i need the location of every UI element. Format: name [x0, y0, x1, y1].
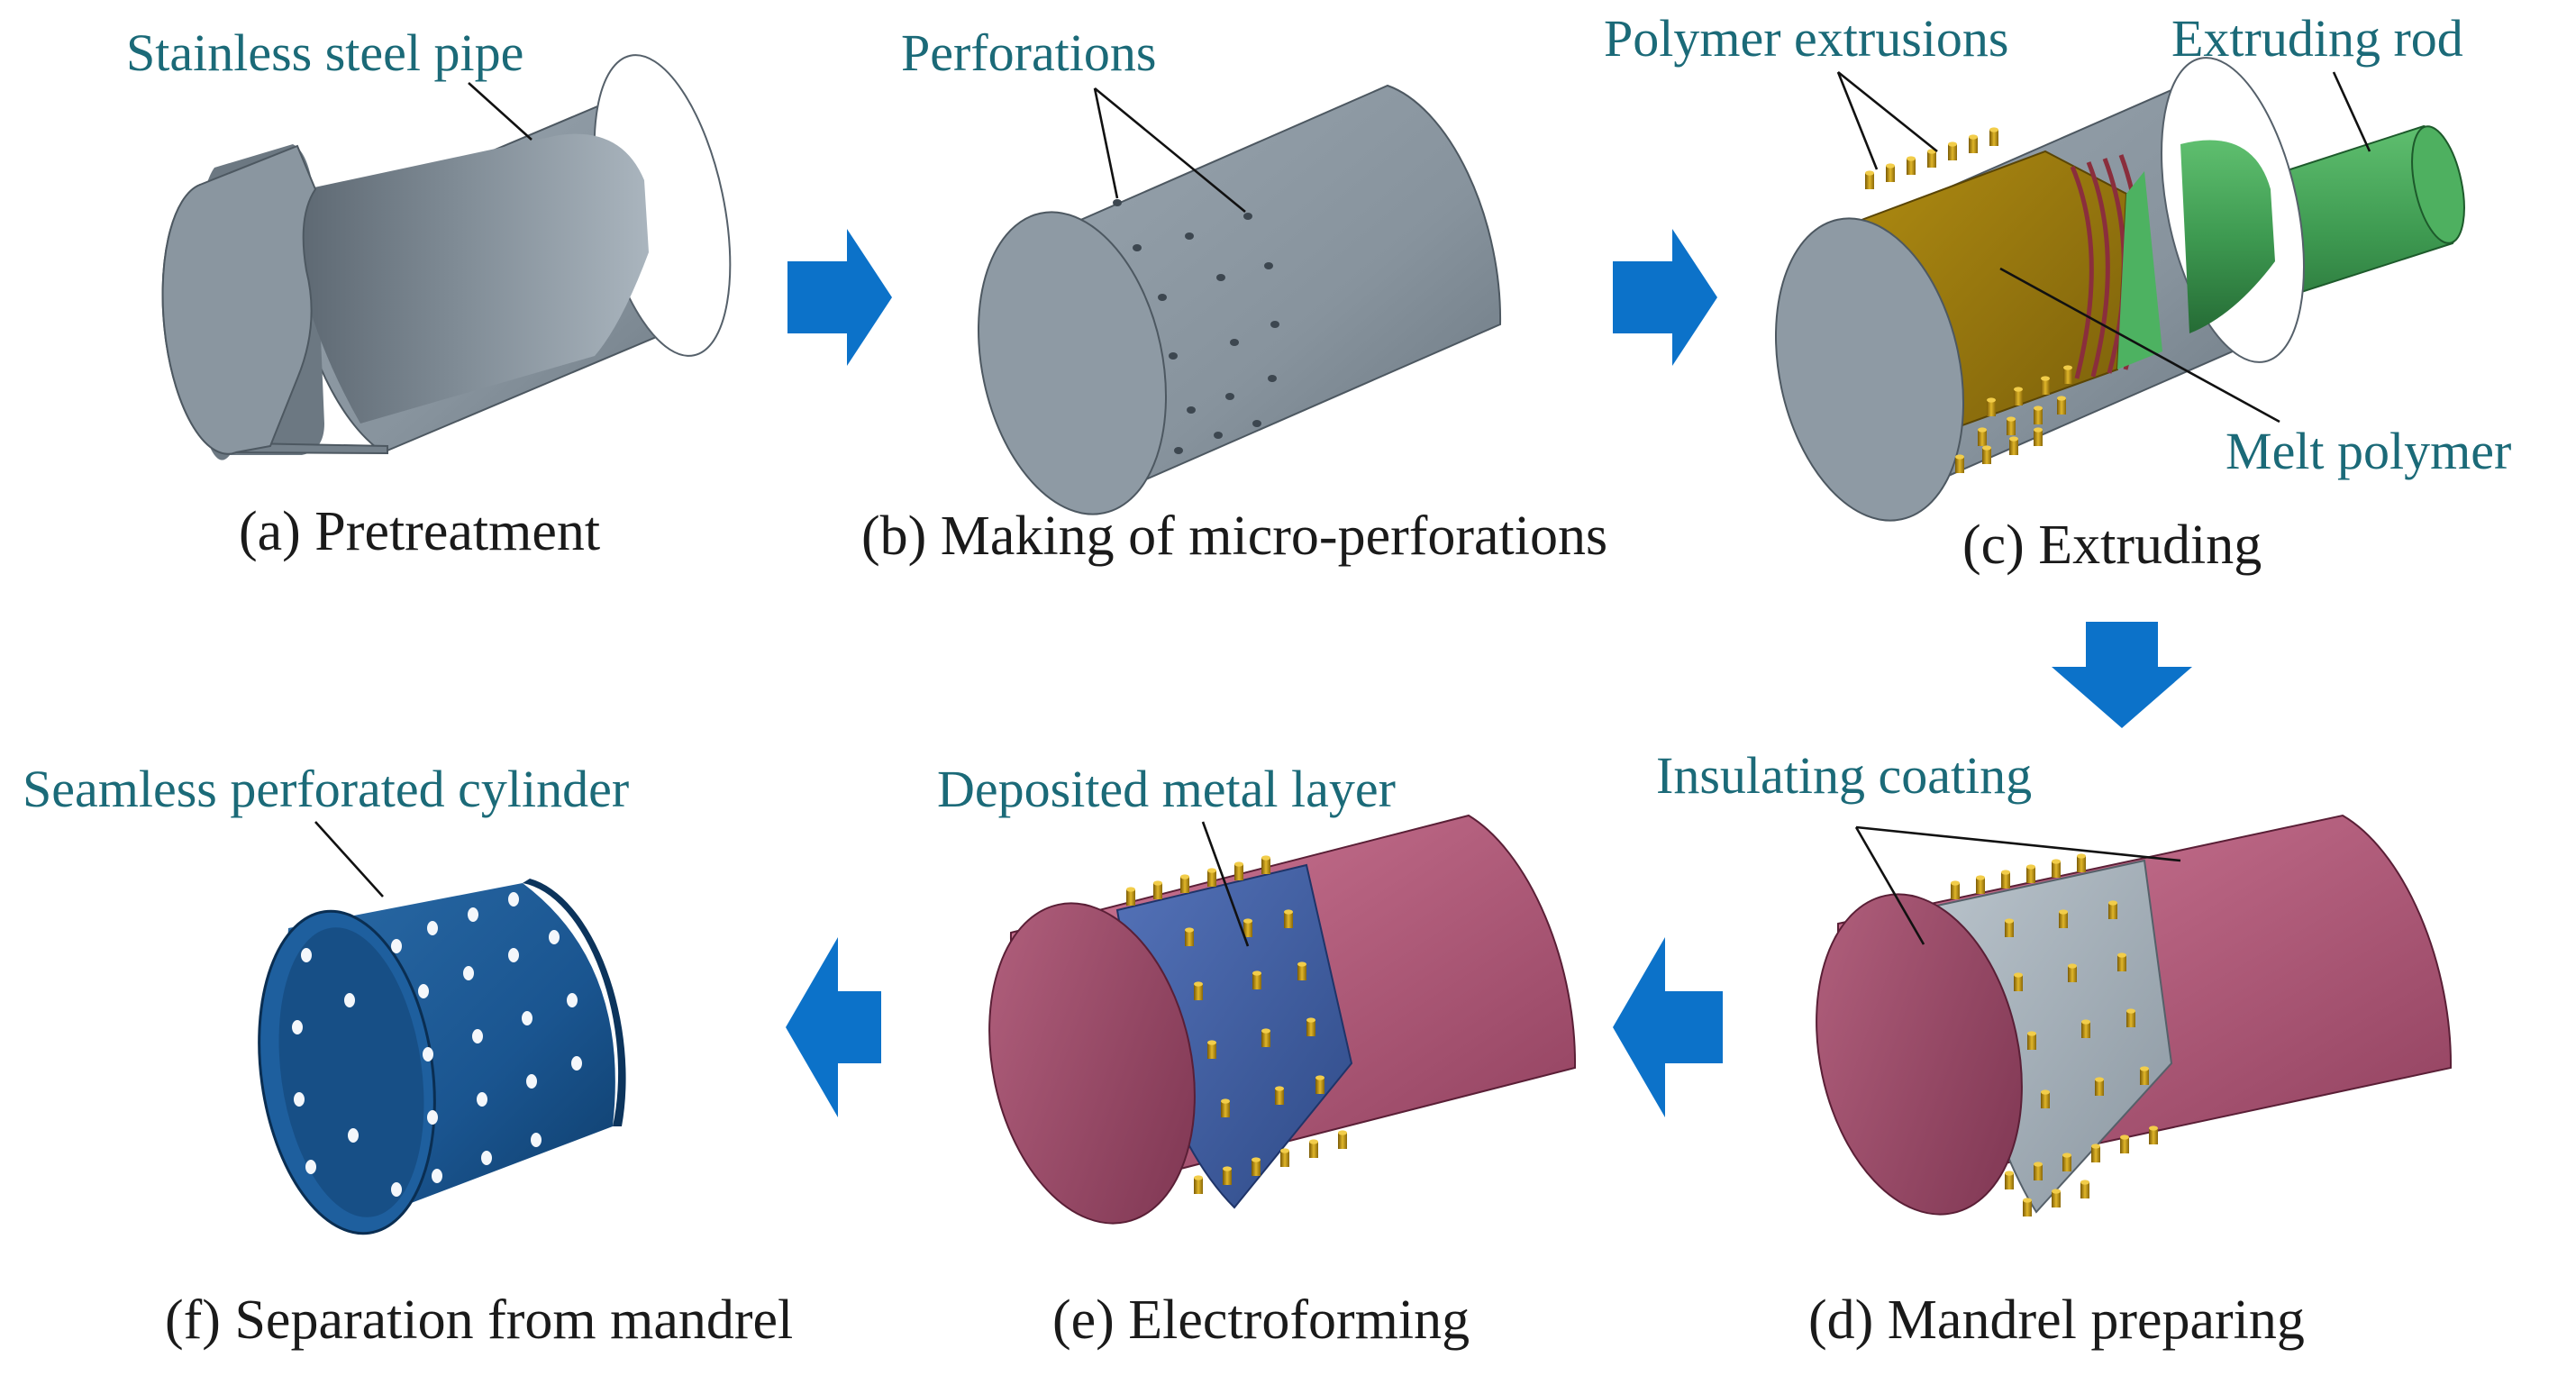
perforated-steel-pipe — [977, 84, 1502, 515]
arrow-down-icon — [2052, 622, 2192, 728]
callout-insulating-coating: Insulating coating — [1656, 746, 2032, 805]
arrow-right-icon — [1613, 229, 1717, 366]
step-d-mandrel: Insulating coating (d) Mandrel preparing — [1656, 746, 2453, 1351]
leader-line — [1855, 825, 2181, 862]
caption-b: (b) Making of micro-perforations — [861, 506, 1607, 567]
step-e-electroforming: Deposited metal layer (e) Electroforming — [937, 760, 1577, 1351]
step-b-perforations: Perforations (b) Making of micro-perfora… — [861, 23, 1607, 567]
caption-c: (c) Extruding — [1962, 515, 2262, 576]
callout-polymer-extrusions: Polymer extrusions — [1604, 9, 2008, 68]
arrow-right-icon — [787, 229, 892, 366]
electroformed-mandrel — [988, 814, 1577, 1225]
extrusion-pipe — [1774, 57, 2305, 522]
leader-line — [1854, 826, 1925, 945]
callout-extruding-rod: Extruding rod — [2171, 9, 2463, 68]
arrow-left-icon — [786, 937, 881, 1117]
caption-d: (d) Mandrel preparing — [1808, 1289, 2305, 1351]
caption-e: (e) Electroforming — [1052, 1289, 1470, 1351]
leader-line — [1837, 70, 1938, 153]
caption-a: (a) Pretreatment — [239, 501, 600, 562]
step-f-separation: Seamless perforated cylinder (f) Separat… — [23, 760, 793, 1351]
step-c-extruding: Polymer extrusions Extruding rod Melt po… — [1604, 9, 2511, 576]
perforation-holes — [1113, 199, 1279, 454]
leader-line — [2332, 71, 2371, 152]
leader-line — [1836, 71, 1879, 170]
leader-line — [314, 821, 384, 898]
callout-stainless-steel-pipe: Stainless steel pipe — [126, 23, 523, 82]
caption-f: (f) Separation from mandrel — [165, 1289, 793, 1351]
leader-line — [1999, 267, 2280, 424]
seamless-perforated-cylinder — [258, 879, 626, 1235]
callout-seamless-perforated-cylinder: Seamless perforated cylinder — [23, 760, 629, 818]
callout-melt-polymer: Melt polymer — [2226, 422, 2511, 480]
step-a-pretreatment: Stainless steel pipe (a) Pretreatment — [126, 23, 732, 562]
perforation-holes — [292, 892, 582, 1197]
leader-line — [1201, 821, 1250, 947]
leader-line — [1093, 87, 1119, 199]
stainless-steel-pipe — [161, 54, 732, 460]
leader-line — [468, 82, 532, 141]
arrow-left-icon — [1613, 937, 1723, 1117]
callout-perforations: Perforations — [901, 23, 1157, 82]
callout-deposited-metal-layer: Deposited metal layer — [937, 760, 1396, 818]
leader-line — [1094, 87, 1246, 214]
insulated-mandrel — [1816, 814, 2453, 1216]
